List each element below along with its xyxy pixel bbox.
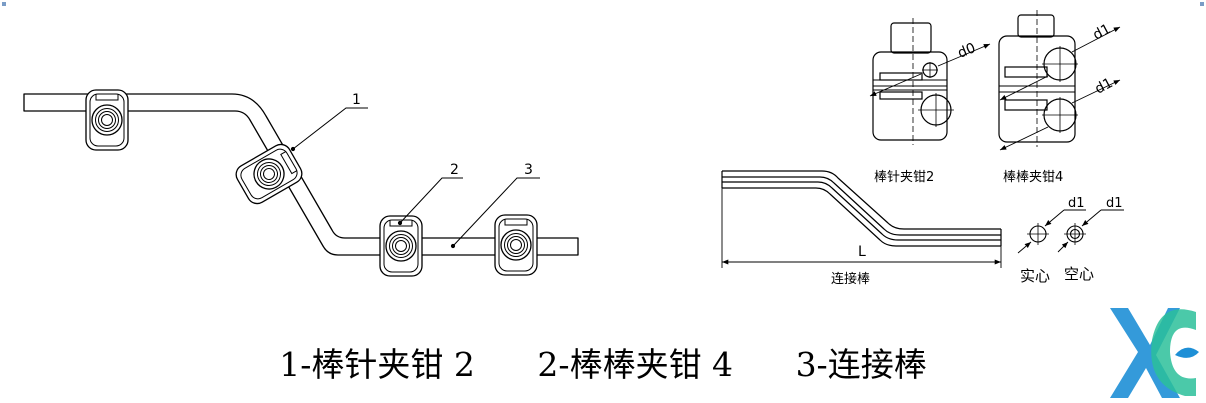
label-hollow: 空心	[1064, 265, 1094, 283]
clamp-pin-detail	[869, 18, 991, 145]
dim-d1-hollow: d1	[1106, 196, 1123, 211]
corner-mark-left	[2, 2, 6, 6]
section-solid	[1017, 209, 1086, 254]
connecting-rod-outer	[23, 93, 579, 256]
clamp-right	[494, 214, 538, 276]
dim-d1-bottom: d1	[1092, 75, 1115, 97]
caption: 1-棒针夹钳 2 2-棒棒夹钳 4 3-连接棒	[0, 338, 1206, 386]
section-hollow	[1057, 209, 1124, 253]
clamp-2	[379, 215, 423, 277]
caption-item-2: 2-棒棒夹钳 4	[537, 345, 734, 384]
dim-d1-solid: d1	[1068, 196, 1085, 211]
rod-detail	[721, 170, 1002, 268]
caption-item-3: 3-连接棒	[795, 345, 927, 384]
callout-3-label: 3	[524, 162, 533, 178]
company-logo	[1110, 308, 1199, 398]
label-clamp-pin: 棒针夹钳2	[874, 170, 934, 185]
label-clamp-rod: 棒棒夹钳4	[1003, 170, 1063, 185]
assembly-view	[23, 93, 579, 256]
label-rod: 连接棒	[831, 271, 870, 287]
corner-mark-right	[1200, 2, 1204, 6]
callout-1-label: 1	[352, 92, 361, 108]
clamp-left-top	[85, 89, 129, 151]
dim-d0: d0	[956, 40, 978, 62]
dim-length: L	[858, 244, 866, 260]
caption-item-1: 1-棒针夹钳 2	[279, 345, 475, 384]
dim-d1-top: d1	[1090, 21, 1113, 43]
callout-leaders	[290, 107, 540, 249]
label-solid: 实心	[1020, 267, 1050, 285]
callout-2-label: 2	[450, 162, 459, 178]
clamp-rod-detail	[998, 10, 1121, 151]
